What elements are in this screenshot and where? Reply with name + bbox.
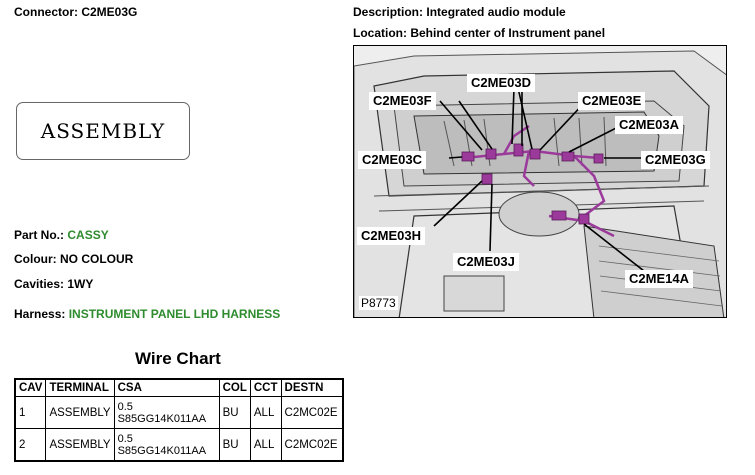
cell-destn: C2MC02E <box>280 428 344 462</box>
wire-chart-title: Wire Chart <box>135 349 221 368</box>
cell-col: BU <box>218 428 251 462</box>
cell-cct: ALL <box>249 396 282 429</box>
colour-line: Colour: NO COLOUR <box>14 252 133 266</box>
description-line: Description: Integrated audio module <box>353 5 566 19</box>
colour-value: NO COLOUR <box>60 252 134 266</box>
cavities-line: Cavities: 1WY <box>14 277 93 291</box>
part-no-label: Part No.: <box>14 228 65 242</box>
connector-value: C2ME03G <box>81 5 138 19</box>
header-destn: DESTN <box>280 378 344 397</box>
location-line: Location: Behind center of Instrument pa… <box>353 26 605 40</box>
csa-size: 0.5 <box>117 400 133 413</box>
cell-terminal: ASSEMBLY <box>45 396 115 429</box>
table-row: 1 ASSEMBLY 0.5 S85GG14K011AA BU ALL C2MC… <box>14 396 344 429</box>
table-row: 2 ASSEMBLY 0.5 S85GG14K011AA BU ALL C2MC… <box>14 428 344 462</box>
location-label: Location: <box>353 26 407 40</box>
csa-size: 0.5 <box>117 432 133 445</box>
header-col: COL <box>218 378 251 397</box>
assembly-box: ASSEMBLY <box>16 102 190 160</box>
callout-c2me03j: C2ME03J <box>453 253 519 271</box>
callout-c2me03a: C2ME03A <box>615 116 683 134</box>
description-label: Description: <box>353 5 424 19</box>
cell-destn: C2MC02E <box>280 396 344 429</box>
cell-cct: ALL <box>249 428 282 462</box>
callout-c2me03g: C2ME03G <box>641 151 710 169</box>
header-cct: CCT <box>249 378 282 397</box>
part-no-line: Part No.: CASSY <box>14 228 109 242</box>
header-csa: CSA <box>113 378 220 397</box>
photo-ref: P8773 <box>359 296 398 310</box>
part-no-value: CASSY <box>67 228 109 242</box>
description-value: Integrated audio module <box>426 5 566 19</box>
callout-c2me03f: C2ME03F <box>369 92 436 110</box>
callout-c2me03c: C2ME03C <box>358 151 426 169</box>
cavities-label: Cavities: <box>14 277 65 291</box>
cell-csa: 0.5 S85GG14K011AA <box>113 428 220 462</box>
cell-cav: 2 <box>14 428 47 462</box>
harness-label: Harness: <box>14 307 66 321</box>
csa-code: S85GG14K011AA <box>117 444 207 457</box>
callout-c2me03h: C2ME03H <box>357 227 425 245</box>
header-terminal: TERMINAL <box>45 378 115 397</box>
colour-label: Colour: <box>14 252 57 266</box>
cell-col: BU <box>218 396 251 429</box>
harness-value: INSTRUMENT PANEL LHD HARNESS <box>68 307 281 321</box>
callout-c2me03d: C2ME03D <box>467 74 535 92</box>
csa-code: S85GG14K011AA <box>117 412 207 425</box>
harness-line: Harness: INSTRUMENT PANEL LHD HARNESS <box>14 307 280 321</box>
wire-chart-header-row: CAV TERMINAL CSA COL CCT DESTN <box>14 378 344 397</box>
cell-cav: 1 <box>14 396 47 429</box>
connector-line: Connector: C2ME03G <box>14 5 137 19</box>
dashboard-illustration <box>354 46 726 317</box>
callout-c2me03e: C2ME03E <box>578 92 646 110</box>
callout-c2me14a: C2ME14A <box>625 270 693 288</box>
cell-terminal: ASSEMBLY <box>45 428 115 462</box>
connector-label: Connector: <box>14 5 78 19</box>
cavities-value: 1WY <box>67 277 94 291</box>
wire-chart-table: CAV TERMINAL CSA COL CCT DESTN 1 ASSEMBL… <box>14 378 344 462</box>
header-cav: CAV <box>14 378 47 397</box>
cell-csa: 0.5 S85GG14K011AA <box>113 396 220 429</box>
location-value: Behind center of Instrument panel <box>410 26 606 40</box>
location-photo: C2ME03D C2ME03F C2ME03E C2ME03A C2ME03C … <box>353 45 727 318</box>
